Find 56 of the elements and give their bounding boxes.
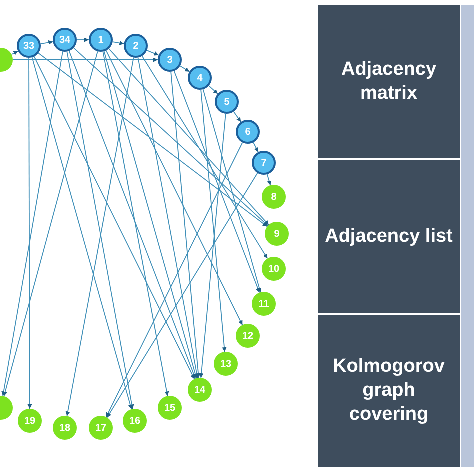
node-circle: 34 (53, 28, 77, 52)
arrow (68, 50, 196, 380)
node-circle: 9 (265, 222, 289, 246)
arrow (106, 142, 244, 418)
node-circle: 11 (252, 292, 276, 316)
arrow (106, 50, 244, 326)
node-circle: 12 (236, 324, 260, 348)
node-circle: 13 (214, 352, 238, 376)
arrow (170, 72, 201, 378)
node-circle: 18 (53, 416, 77, 440)
arrow (76, 38, 90, 42)
arrow (208, 86, 218, 94)
arrow (253, 142, 259, 153)
arrow (233, 111, 242, 123)
node-circle: 17 (89, 416, 113, 440)
node-circle: 33 (17, 34, 41, 58)
arrow (146, 50, 160, 56)
arrow (28, 58, 32, 410)
node-circle: 3 (158, 48, 182, 72)
category-panel: Adjacency matrix (318, 5, 460, 158)
arrow (40, 40, 54, 45)
arrow (12, 58, 158, 62)
arrow (180, 66, 190, 72)
arrow (38, 52, 268, 228)
category-panel: Kolmogorov graph covering (318, 315, 460, 467)
arrow (102, 51, 170, 397)
arrow (142, 56, 268, 260)
arrow (2, 51, 64, 397)
arrow (138, 57, 200, 379)
arrow (112, 41, 125, 46)
arrow (199, 114, 226, 378)
node-circle: 15 (158, 396, 182, 420)
arrow (3, 51, 98, 397)
node-circle: 4 (188, 66, 212, 90)
arrow (104, 51, 198, 379)
arrow (11, 50, 19, 56)
arrow (106, 172, 258, 418)
node-circle: 6 (236, 120, 260, 144)
arrow (174, 70, 260, 294)
arrow (200, 90, 227, 352)
node-circle: 2 (124, 34, 148, 58)
arrow (73, 48, 269, 226)
arrow (34, 56, 196, 380)
arrow (202, 89, 262, 293)
node-circle: 14 (188, 378, 212, 402)
node-circle: 10 (262, 257, 286, 281)
node-circle: 8 (262, 185, 286, 209)
node-circle: 1 (89, 28, 113, 52)
arrow (108, 48, 270, 226)
node-circle: 5 (215, 90, 239, 114)
node-circle: 16 (123, 409, 147, 433)
category-panel: Adjacency list (318, 160, 460, 313)
node-circle: 19 (18, 409, 42, 433)
arrow (266, 174, 272, 186)
node-circle: 7 (252, 151, 276, 175)
arrow (32, 57, 133, 410)
